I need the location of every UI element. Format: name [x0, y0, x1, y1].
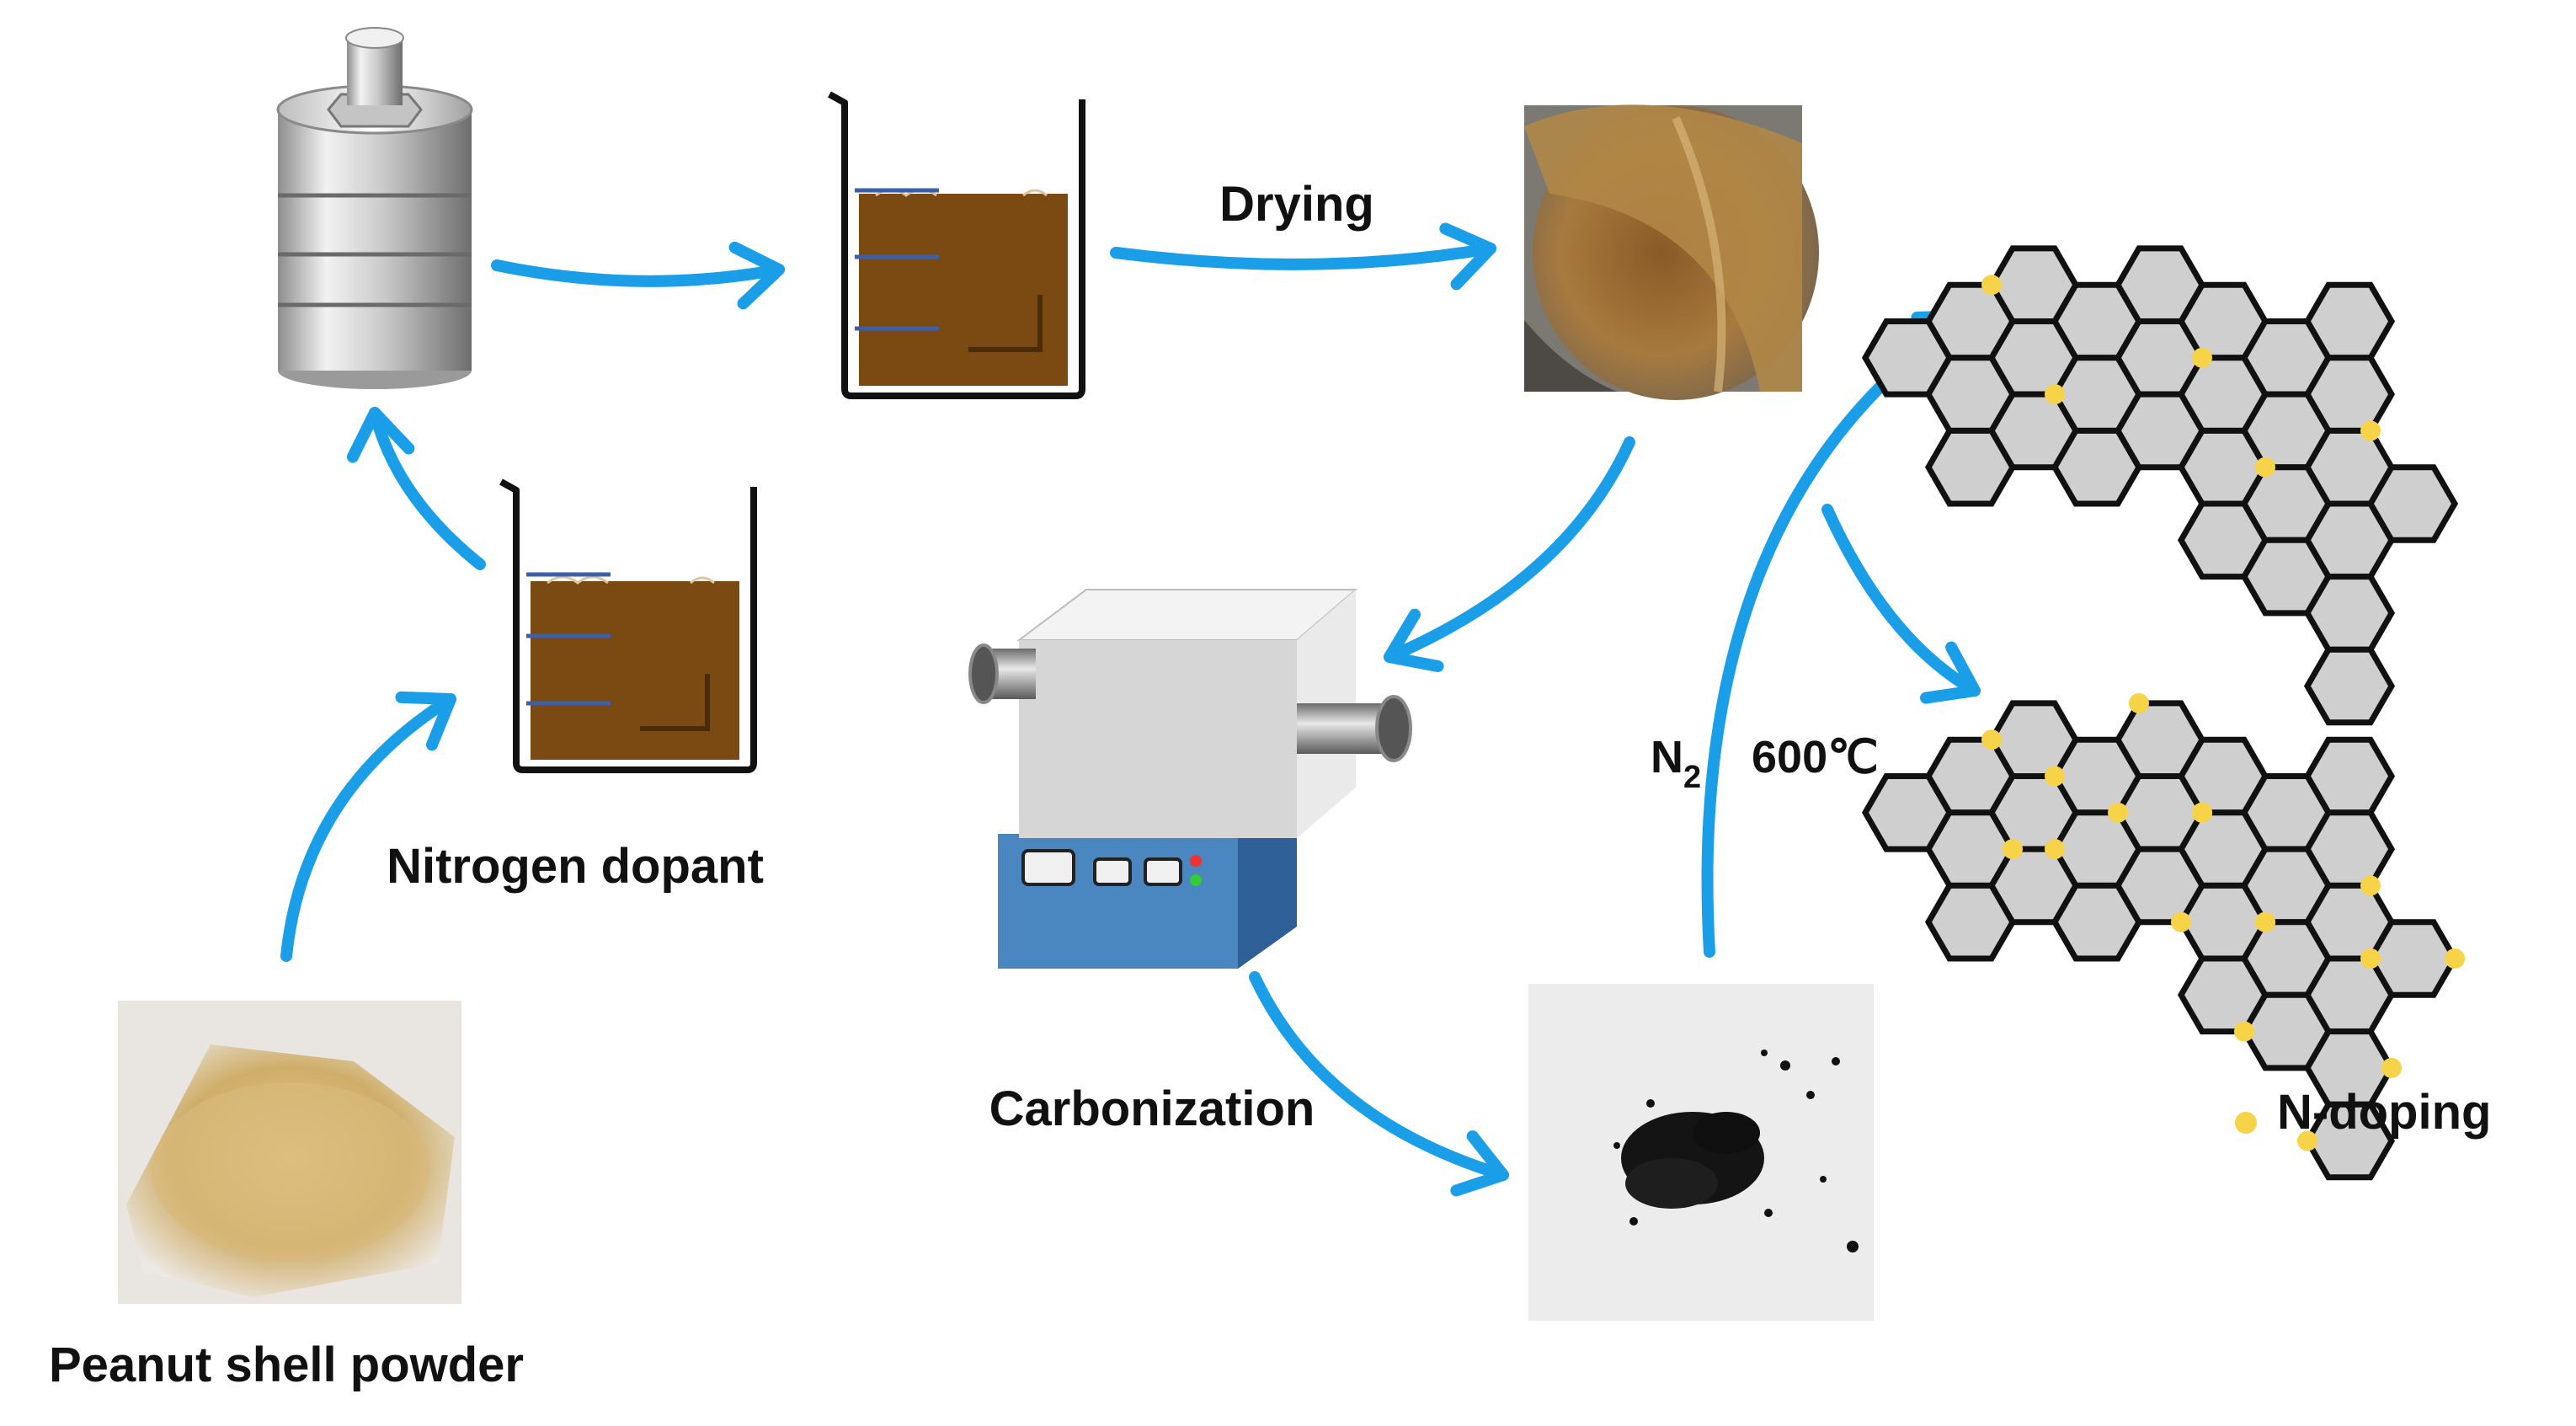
hexagon-ring	[2114, 245, 2206, 324]
atmosphere-subscript: 2	[1683, 760, 1701, 795]
arrow-powder-to-beaker	[280, 693, 456, 962]
hexagon-ring	[2114, 318, 2206, 398]
n-doping-dot	[1981, 729, 2002, 750]
peanut-shell-powder-label: Peanut shell powder	[49, 1338, 524, 1392]
n-doping-legend-label: N-doping	[2277, 1085, 2491, 1140]
hexagon-ring	[2114, 846, 2206, 926]
carbonization-label: Carbonization	[989, 1082, 1315, 1136]
n-doping-dot	[2360, 948, 2381, 969]
n-doping-legend-dot	[2235, 1112, 2257, 1134]
n-doping-dot	[2255, 457, 2275, 478]
graphene-sheet-icon-top	[1861, 245, 2459, 726]
arrow-carbonization-head	[1450, 1130, 1509, 1197]
arrow-drying-head	[1439, 222, 1496, 291]
arrow-beaker-to-autoclave-head	[346, 407, 415, 463]
n-doping-dot	[2129, 692, 2149, 713]
n-doping-dot	[2445, 948, 2465, 969]
hexagon-ring	[2114, 773, 2206, 852]
n-doping-dot	[2297, 1130, 2317, 1151]
n-doping-dot	[2108, 802, 2128, 823]
hexagon-ring	[2366, 919, 2459, 998]
arrow-to-sheet-top	[1701, 310, 1972, 958]
n-doping-dot	[2192, 347, 2212, 368]
n-doping-dot	[2255, 911, 2275, 932]
n-doping-dot	[2360, 875, 2381, 896]
tube-furnace-icon	[968, 589, 1412, 969]
n-doping-dot	[2360, 420, 2381, 441]
nitrogen-dopant-label: Nitrogen dopant	[387, 839, 764, 894]
peanut-powder-photo	[118, 1001, 461, 1304]
atmosphere-symbol: N	[1651, 732, 1683, 782]
atmosphere-label: N2	[1651, 732, 1701, 795]
n-doping-dot	[2171, 911, 2191, 932]
n-doping-dot	[1981, 275, 2002, 296]
process-arrows	[280, 222, 1981, 1197]
n-doping-dot	[2045, 839, 2065, 860]
autoclave-icon	[276, 27, 473, 389]
n-doping-dot	[2234, 1021, 2254, 1042]
arrow-to-sheet-bottom-head	[1920, 641, 1981, 704]
hexagon-ring	[2303, 574, 2396, 653]
graphene-sheet-icon-bottom	[1861, 692, 2465, 1181]
beaker-icon-top	[828, 91, 1085, 399]
n-doping-dot	[2045, 766, 2065, 787]
arrow-beaker-to-autoclave	[369, 407, 486, 570]
hexagon-ring	[2366, 464, 2459, 543]
beaker-icon-left	[499, 478, 757, 773]
drying-label: Drying	[1219, 177, 1374, 232]
n-doping-dot	[2192, 802, 2212, 823]
arrow-to-furnace	[1384, 436, 1635, 663]
arrow-to-furnace-head	[1384, 608, 1444, 672]
n-doping-dot	[2003, 839, 2023, 860]
hexagon-ring	[2303, 646, 2396, 726]
carbon-product-photo	[1528, 984, 1874, 1321]
arrow-powder-to-beaker-head	[395, 691, 456, 751]
hexagon-ring	[2114, 391, 2206, 471]
arrow-carbonization	[1249, 971, 1509, 1181]
arrow-to-sheet-bottom	[1821, 504, 1981, 697]
arrow-drying	[1110, 243, 1496, 270]
arrow-autoclave-to-beaker-head	[728, 241, 785, 310]
hexagon-ring	[2114, 700, 2206, 779]
n-doping-dot	[2045, 384, 2065, 405]
arrow-autoclave-to-beaker	[491, 259, 785, 287]
n-doping-dot	[2381, 1057, 2402, 1078]
dried-sample-photo	[1524, 104, 1819, 400]
temperature-label: 600℃	[1752, 732, 1879, 782]
